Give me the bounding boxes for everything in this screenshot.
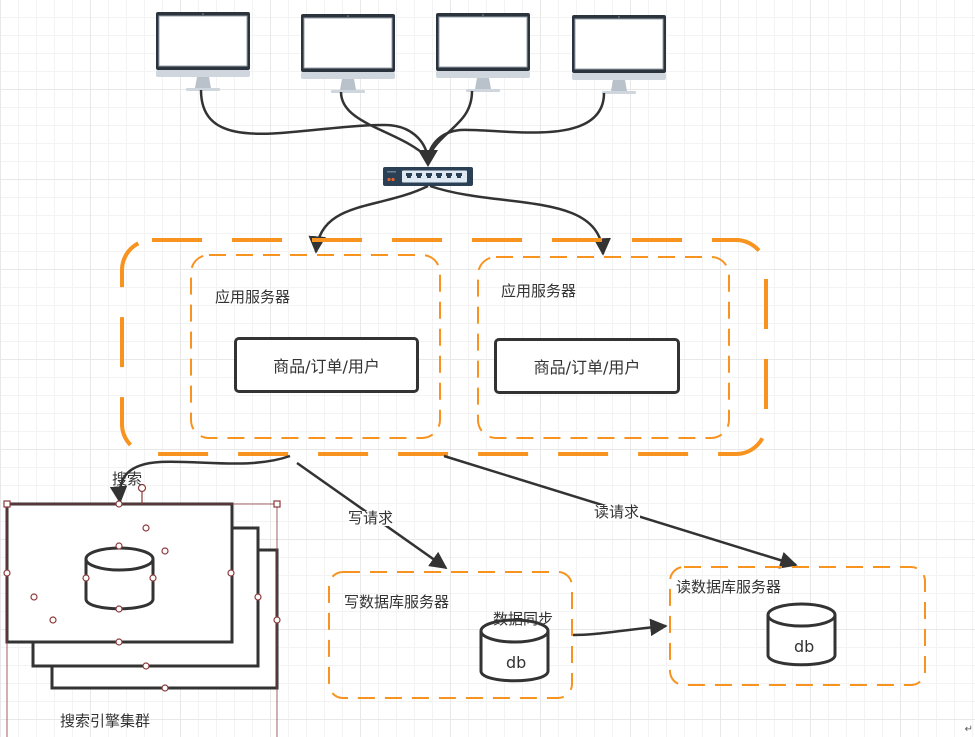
switch-arrowhead <box>418 150 438 167</box>
read-db-server-boundary[interactable] <box>669 566 926 686</box>
monitor-icon <box>571 14 667 95</box>
app-cluster-boundary[interactable] <box>120 238 768 456</box>
client-monitor-4[interactable] <box>571 14 667 95</box>
database-icon <box>84 546 155 611</box>
client-monitor-3[interactable] <box>435 12 531 93</box>
client-connectors <box>199 89 606 159</box>
search-cluster-title: 搜索引擎集群 <box>60 712 151 730</box>
edge-label-sync: 数据同步 <box>493 610 554 628</box>
client-monitor-1[interactable] <box>155 11 251 92</box>
app-server-2-boundary[interactable] <box>477 256 730 439</box>
app-server-1-title: 应用服务器 <box>215 288 291 306</box>
edge-switch-to-app-1[interactable] <box>308 184 429 254</box>
connector-client-2[interactable] <box>339 91 429 159</box>
app-server-2-service[interactable]: 商品/订单/用户 <box>494 338 680 394</box>
write-db-server-title: 写数据库服务器 <box>344 593 450 611</box>
connector-client-4[interactable] <box>426 92 606 159</box>
monitor-icon <box>435 12 531 93</box>
connector-client-1[interactable] <box>199 89 430 159</box>
selection-handles[interactable] <box>3 483 281 737</box>
connector-client-3[interactable] <box>426 90 474 159</box>
edge-label-write: 写请求 <box>347 509 395 527</box>
write-db-server-boundary[interactable] <box>328 571 573 699</box>
edge-data-sync[interactable] <box>572 618 668 637</box>
monitor-icon <box>155 11 251 92</box>
edge-switch-to-app-2[interactable] <box>429 184 611 256</box>
edge-label-read: 读请求 <box>593 503 641 521</box>
monitor-icon <box>300 13 396 94</box>
app-server-2-title: 应用服务器 <box>501 282 577 300</box>
edge-label-search: 搜索 <box>112 470 143 488</box>
write-db-label: db <box>506 653 526 672</box>
search-cluster-icon[interactable] <box>5 502 279 690</box>
edge-app-to-search[interactable] <box>109 454 291 504</box>
client-monitor-2[interactable] <box>300 13 396 94</box>
read-db-server-title: 读数据库服务器 <box>676 578 782 596</box>
resize-corner-icon[interactable]: ↵ <box>964 724 973 735</box>
network-switch-icon[interactable] <box>383 167 473 186</box>
read-db-label: db <box>794 637 814 656</box>
read-db-cylinder[interactable] <box>766 602 837 667</box>
write-db-cylinder[interactable] <box>479 618 550 683</box>
app-server-1-boundary[interactable] <box>190 254 441 439</box>
app-server-1-service[interactable]: 商品/订单/用户 <box>234 337 419 393</box>
